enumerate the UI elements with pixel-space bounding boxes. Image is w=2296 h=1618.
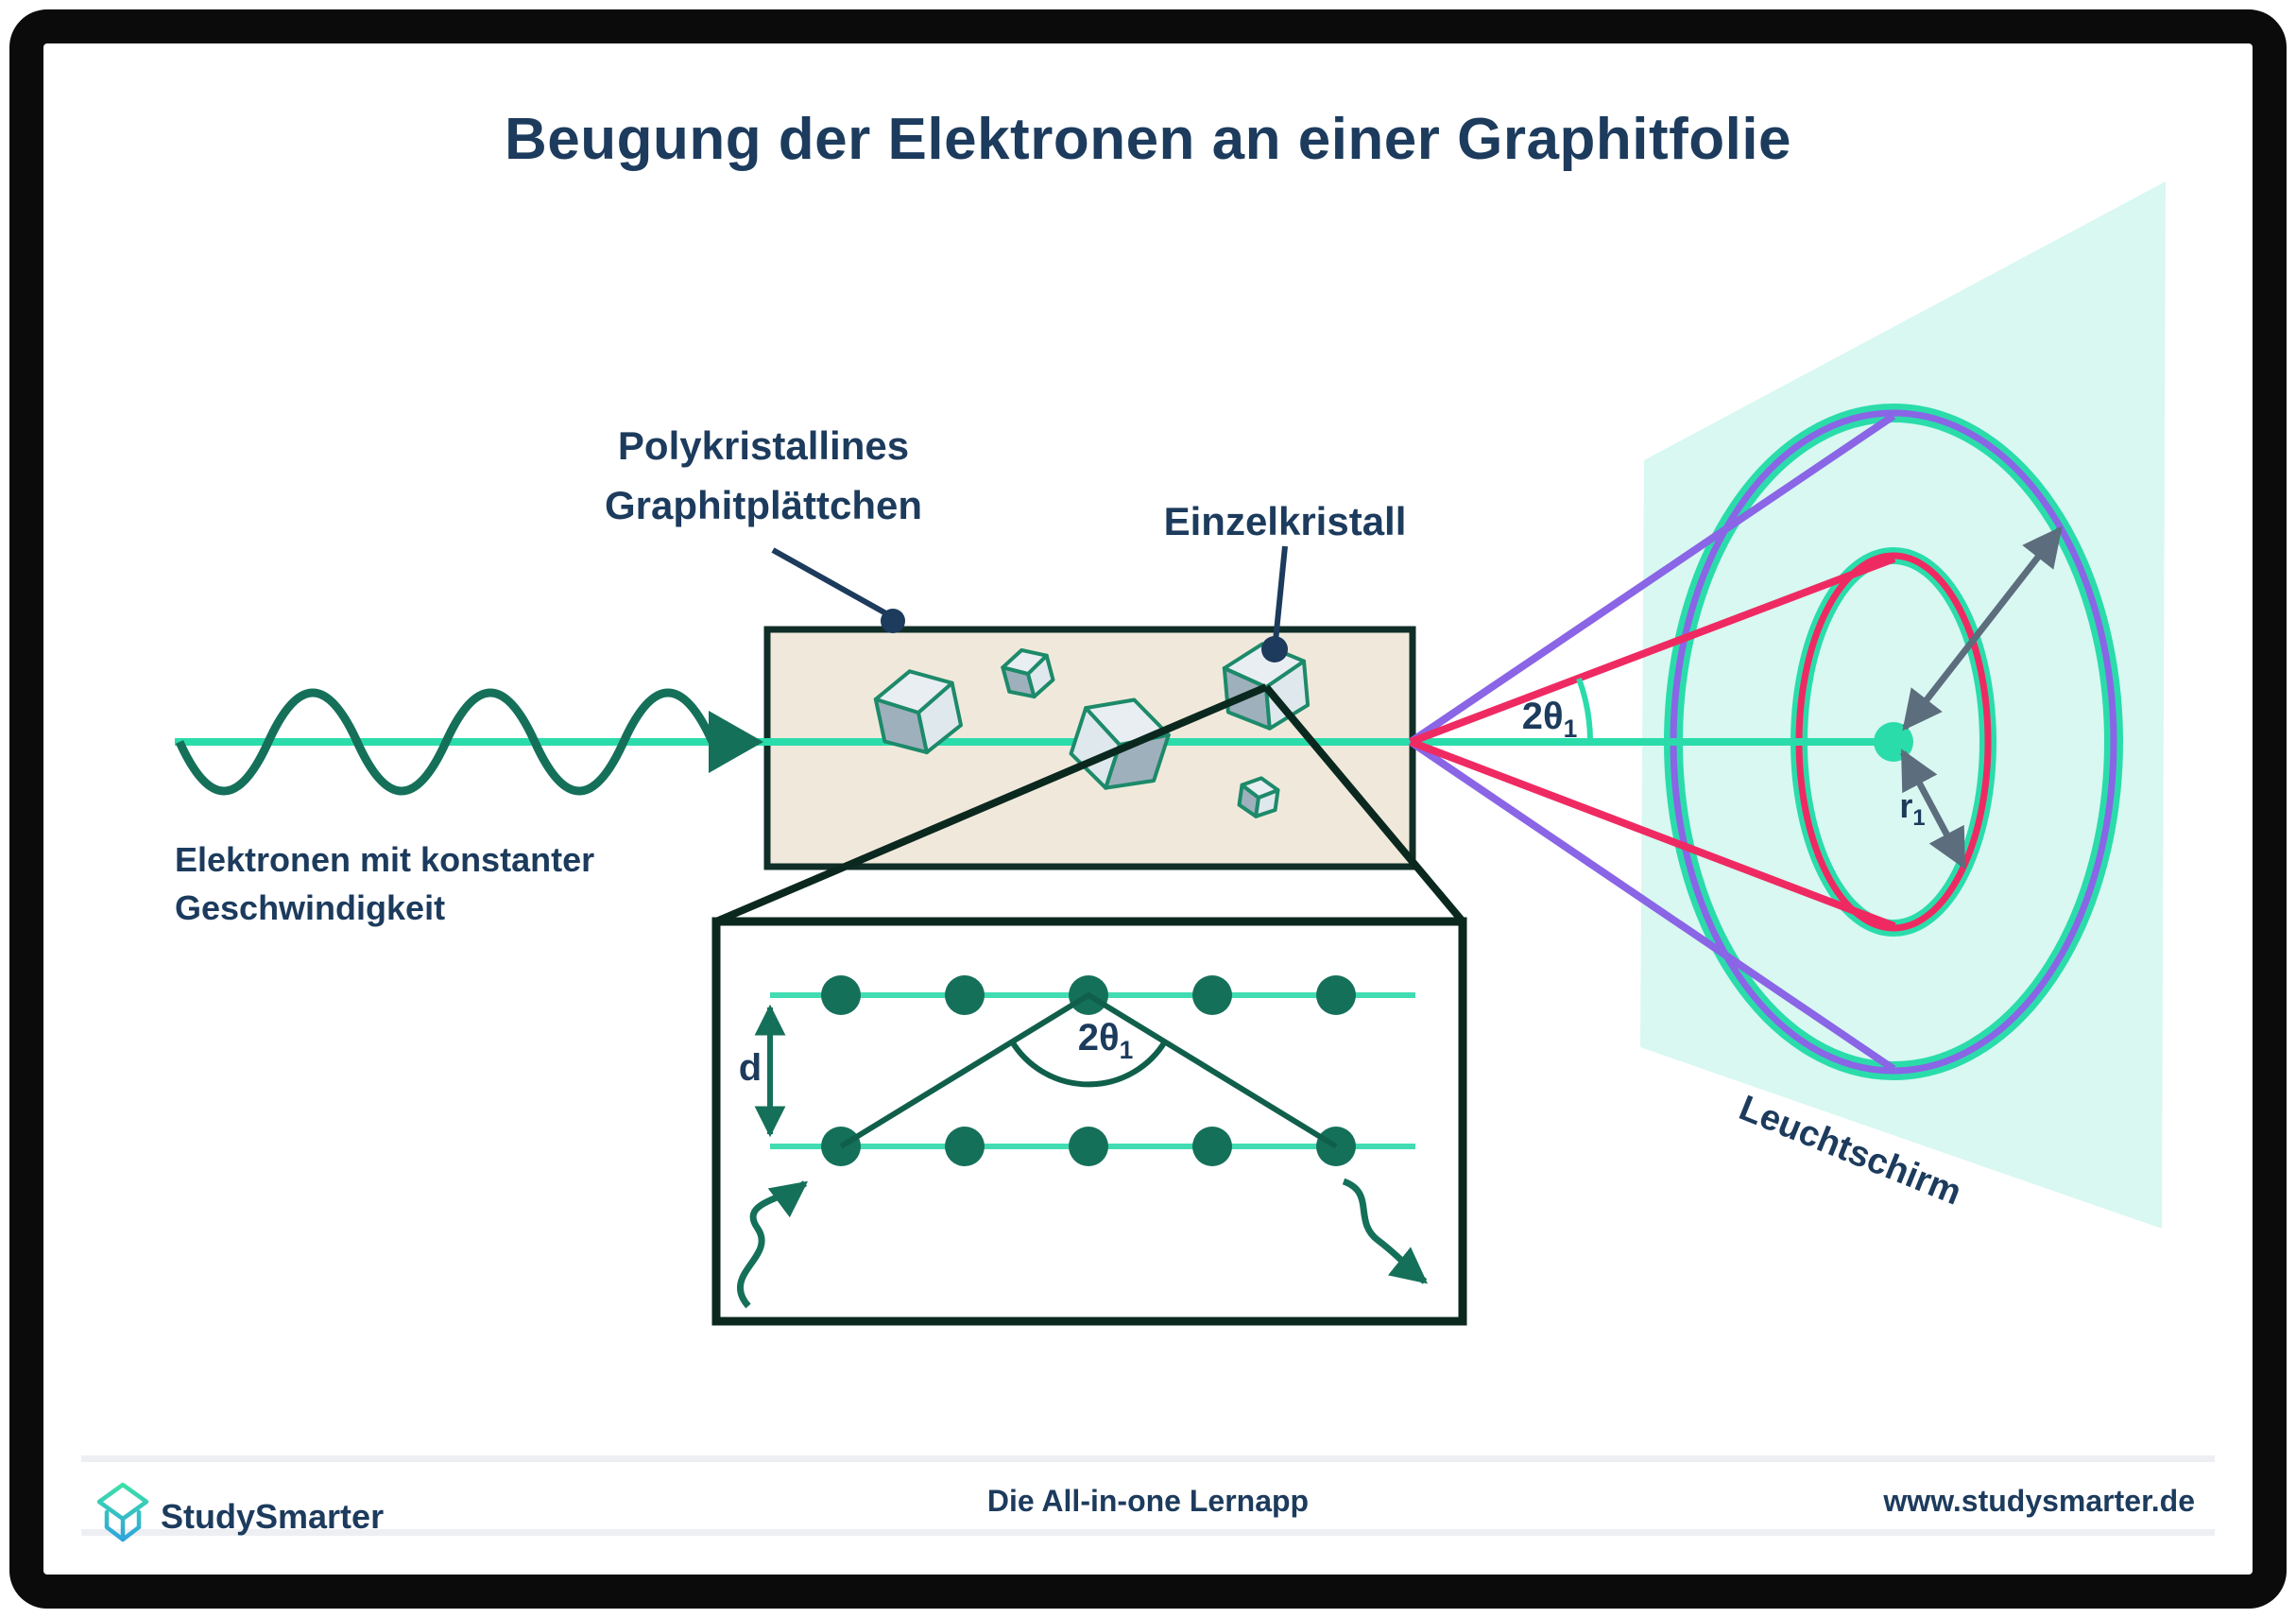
label-single-crystal: Einzelkristall	[1163, 499, 1407, 543]
zoom-triangle	[714, 683, 1466, 925]
studysmarter-logo-icon	[96, 1482, 149, 1542]
lattice-inset	[711, 917, 1467, 1326]
radius-arrows	[1899, 525, 2063, 869]
footer-separator-bottom	[81, 1529, 2215, 1536]
crystal-cubes	[873, 642, 1311, 818]
beam-angle-arc	[1576, 677, 1594, 743]
label-angle-beam: 2θ1	[1521, 696, 1578, 743]
lattice-atoms	[821, 975, 1356, 1166]
label-polycrystalline-line2: Graphitplättchen	[604, 483, 923, 527]
beam-arrowhead-icon	[709, 711, 763, 773]
footer-tagline: Die All-in-one Lernapp	[986, 1484, 1310, 1518]
electron-wave	[175, 688, 763, 796]
incoming-wave-arrow	[737, 1180, 809, 1309]
diffraction-cone	[1408, 412, 1896, 1073]
label-electrons-line1: Elektronen mit konstanter	[175, 840, 595, 879]
label-electrons: Elektronen mit konstanter Geschwindigkei…	[175, 835, 594, 932]
footer-url: www.studysmarter.de	[1883, 1484, 2195, 1518]
footer-separator-top	[81, 1455, 2215, 1462]
label-electrons-line2: Geschwindigkeit	[175, 888, 446, 928]
lattice-angle-arc	[1009, 1040, 1168, 1088]
label-pointers	[771, 545, 1288, 663]
label-polycrystalline: Polykristallines Graphitplättchen	[605, 416, 922, 535]
label-polycrystalline-line1: Polykristallines	[617, 423, 910, 468]
label-lattice-spacing: d	[738, 1047, 762, 1089]
label-ring-radius: r1	[1899, 786, 1926, 832]
outgoing-wave-arrow	[1342, 1178, 1429, 1284]
page-title: Beugung der Elektronen an einer Graphitf…	[504, 107, 1792, 172]
studysmarter-wordmark: StudySmarter	[161, 1497, 385, 1536]
label-angle-lattice: 2θ1	[1077, 1017, 1134, 1064]
